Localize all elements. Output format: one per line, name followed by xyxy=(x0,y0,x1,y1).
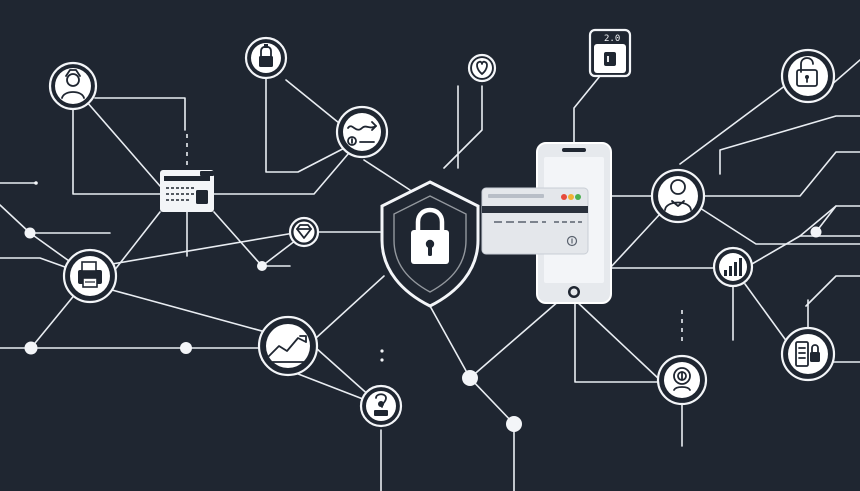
junction-dot xyxy=(34,181,38,185)
diamond-icon xyxy=(288,216,320,248)
heart-icon xyxy=(467,53,497,83)
junction-dot xyxy=(506,416,522,432)
junction-dot xyxy=(380,358,384,362)
padlock-icon xyxy=(244,36,288,80)
status-light-amber xyxy=(568,194,574,200)
document-lock-icon: 2.0 xyxy=(588,28,632,78)
settings-network-icon xyxy=(335,105,389,159)
growth-chart-icon xyxy=(257,315,319,377)
status-light-red xyxy=(561,194,567,200)
alert-badge-icon xyxy=(359,384,403,428)
junction-dot xyxy=(810,226,822,238)
shield-lock-icon xyxy=(380,180,480,308)
user-profile-icon xyxy=(650,168,706,224)
credit-card-icon xyxy=(481,187,589,255)
user-avatar-icon xyxy=(48,61,98,111)
junction-dot xyxy=(24,341,38,355)
junction-dot xyxy=(24,227,36,239)
fingerprint-icon xyxy=(656,354,708,406)
junction-dot xyxy=(180,342,192,354)
junction-dots xyxy=(24,181,822,432)
payment-terminal-icon xyxy=(160,170,214,212)
junction-dot xyxy=(257,261,267,271)
device-chip-label: 2.0 xyxy=(604,34,620,44)
server-lock-icon xyxy=(780,326,836,382)
junction-dot xyxy=(462,370,478,386)
bar-chart-icon xyxy=(712,246,754,288)
printer-icon xyxy=(62,248,118,304)
junction-dot xyxy=(380,349,384,353)
status-light-green xyxy=(575,194,581,200)
open-padlock-icon xyxy=(780,48,836,104)
